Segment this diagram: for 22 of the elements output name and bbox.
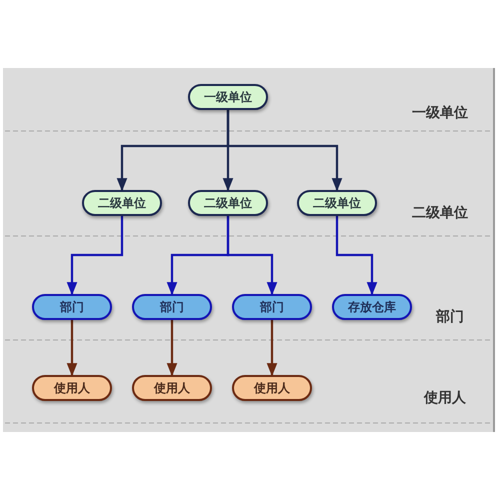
rounded-box: 部门	[232, 294, 312, 320]
rounded-box: 二级单位	[82, 190, 162, 216]
level-label: 一级单位	[412, 104, 468, 122]
level-label: 使用人	[424, 389, 466, 407]
rounded-box: 二级单位	[297, 190, 377, 216]
arrow	[226, 110, 342, 192]
arrow	[166, 320, 178, 376]
arrow	[266, 320, 278, 376]
rounded-box: 使用人	[232, 375, 312, 401]
rounded-box: 一级单位	[188, 84, 268, 110]
arrow	[66, 216, 124, 296]
level-label: 部门	[436, 308, 464, 326]
rounded-box: 使用人	[132, 375, 212, 401]
rounded-box: 部门	[32, 294, 112, 320]
rounded-box: 部门	[132, 294, 212, 320]
arrow	[66, 320, 78, 376]
arrow	[336, 216, 378, 296]
rounded-box: 二级单位	[188, 190, 268, 216]
level-label: 二级单位	[412, 204, 468, 222]
rounded-box: 使用人	[32, 375, 112, 401]
arrow	[226, 216, 278, 296]
rounded-box: 存放仓库	[332, 294, 412, 320]
